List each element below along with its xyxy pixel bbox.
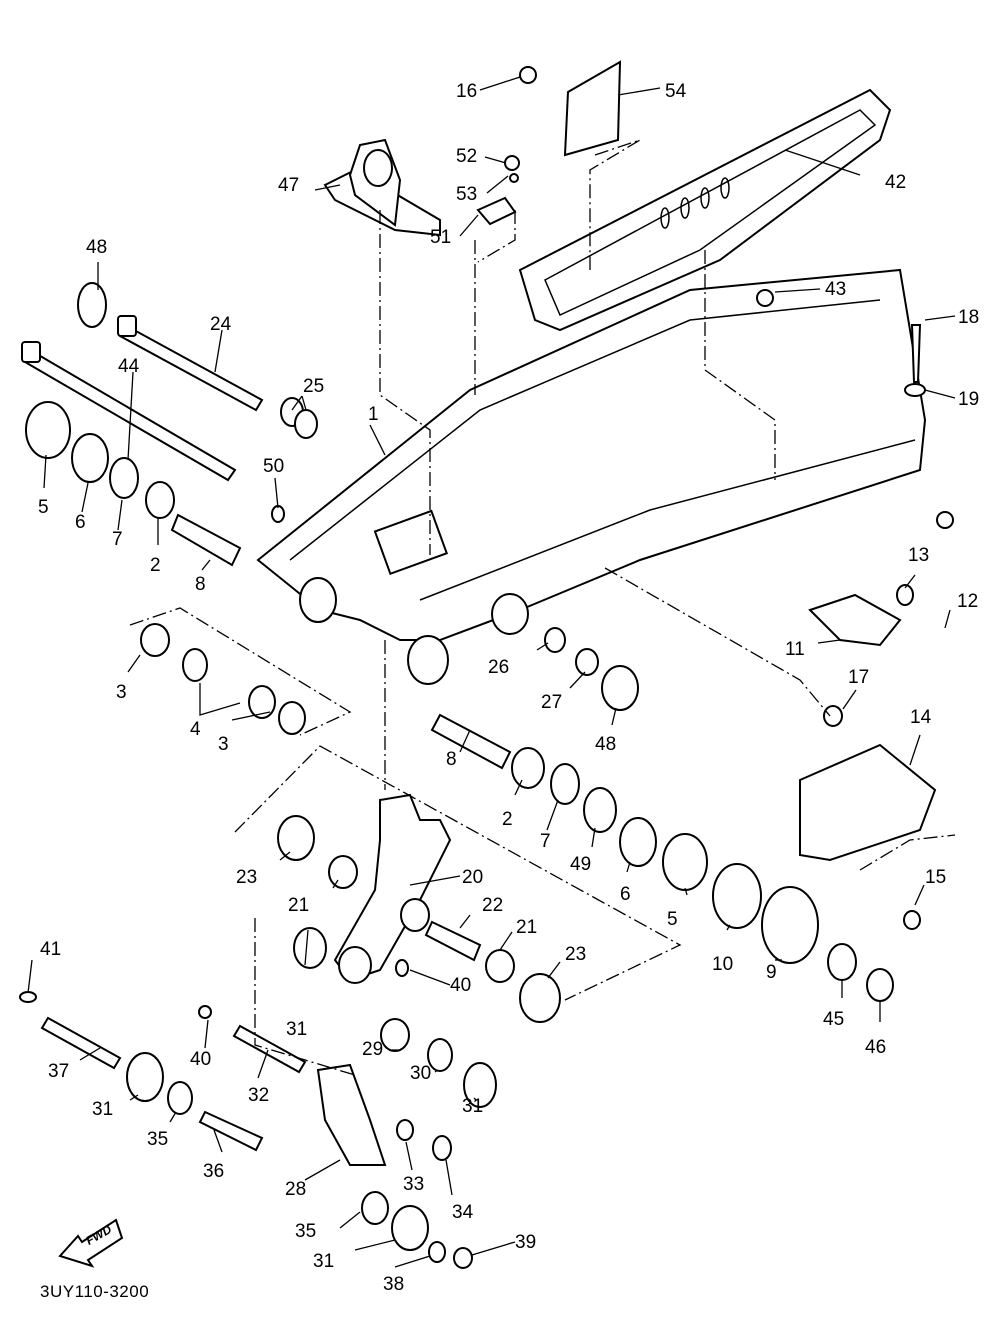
callout-43[interactable]: 43 [825,279,847,300]
callout-11[interactable]: 11 [785,639,805,660]
callout-40[interactable]: 40 [190,1049,212,1070]
callout-39[interactable]: 39 [515,1232,537,1253]
callout-38[interactable]: 38 [383,1274,405,1295]
callout-31[interactable]: 31 [313,1251,335,1272]
callout-41[interactable]: 41 [40,939,62,960]
callout-32[interactable]: 32 [248,1085,270,1106]
left-bearing-stack [25,282,318,735]
callout-35[interactable]: 35 [295,1221,317,1242]
callout-31[interactable]: 31 [286,1019,308,1040]
callout-40[interactable]: 40 [450,975,472,996]
callout-3[interactable]: 3 [116,682,127,703]
callout-36[interactable]: 36 [203,1161,225,1182]
callout-29[interactable]: 29 [362,1039,384,1060]
chain-guide-drawing [799,743,937,862]
callout-28[interactable]: 28 [285,1179,307,1200]
swingarm-drawing [256,268,927,685]
callout-19[interactable]: 19 [958,389,980,410]
guide-drawing [808,593,902,647]
callout-35[interactable]: 35 [147,1129,169,1150]
lower-linkage-parts [40,815,561,1269]
callout-50[interactable]: 50 [263,456,285,477]
callout-12[interactable]: 12 [957,591,979,612]
chain-case-drawing [518,88,892,332]
callout-30[interactable]: 30 [410,1063,432,1084]
callout-25[interactable]: 25 [303,376,325,397]
callout-13[interactable]: 13 [908,545,930,566]
callout-6[interactable]: 6 [75,512,86,533]
callout-22[interactable]: 22 [482,895,504,916]
callout-5[interactable]: 5 [38,497,49,518]
leader-lines [27,76,956,1268]
callout-47[interactable]: 47 [278,175,300,196]
right-bearing-stack [430,584,921,1002]
callout-6[interactable]: 6 [620,884,631,905]
callout-8[interactable]: 8 [195,574,206,595]
callout-51[interactable]: 51 [430,227,452,248]
callout-33[interactable]: 33 [403,1174,425,1195]
callout-18[interactable]: 18 [958,307,980,328]
callout-3[interactable]: 3 [218,734,229,755]
callout-31[interactable]: 31 [92,1099,114,1120]
callout-8[interactable]: 8 [446,749,457,770]
callout-2[interactable]: 2 [502,809,513,830]
callout-17[interactable]: 17 [848,667,870,688]
callout-54[interactable]: 54 [665,81,687,102]
callout-48[interactable]: 48 [595,734,617,755]
callout-31[interactable]: 31 [462,1096,484,1117]
callout-23[interactable]: 23 [236,867,258,888]
callout-15[interactable]: 15 [925,867,947,888]
callout-52[interactable]: 52 [456,146,478,167]
relay-arm-drawing [333,793,452,984]
callout-27[interactable]: 27 [541,692,563,713]
callout-9[interactable]: 9 [766,962,777,983]
mud-flap-drawing [323,138,441,237]
callout-26[interactable]: 26 [488,657,510,678]
callout-23[interactable]: 23 [565,944,587,965]
callout-34[interactable]: 34 [452,1202,474,1223]
callout-37[interactable]: 37 [48,1061,70,1082]
callout-7[interactable]: 7 [540,831,551,852]
forward-arrow-icon [58,1218,124,1268]
callout-49[interactable]: 49 [570,854,592,875]
callout-20[interactable]: 20 [462,867,484,888]
plate-drawing [563,60,622,157]
callout-21[interactable]: 21 [288,895,310,916]
callout-42[interactable]: 42 [885,172,907,193]
callout-2[interactable]: 2 [150,555,161,576]
callout-21[interactable]: 21 [516,917,538,938]
callout-53[interactable]: 53 [456,184,478,205]
callout-5[interactable]: 5 [667,909,678,930]
callout-7[interactable]: 7 [112,529,123,550]
small-fasteners [19,66,954,1019]
diagram-code: 3UY110-3200 [40,1282,150,1301]
callout-44[interactable]: 44 [118,356,140,377]
callout-46[interactable]: 46 [865,1037,887,1058]
callout-10[interactable]: 10 [712,954,734,975]
callout-45[interactable]: 45 [823,1009,845,1030]
callout-48[interactable]: 48 [86,237,108,258]
callout-16[interactable]: 16 [456,81,478,102]
callout-1[interactable]: 1 [368,404,379,425]
callout-24[interactable]: 24 [210,314,232,335]
callout-14[interactable]: 14 [910,707,932,728]
callout-4[interactable]: 4 [190,719,201,740]
